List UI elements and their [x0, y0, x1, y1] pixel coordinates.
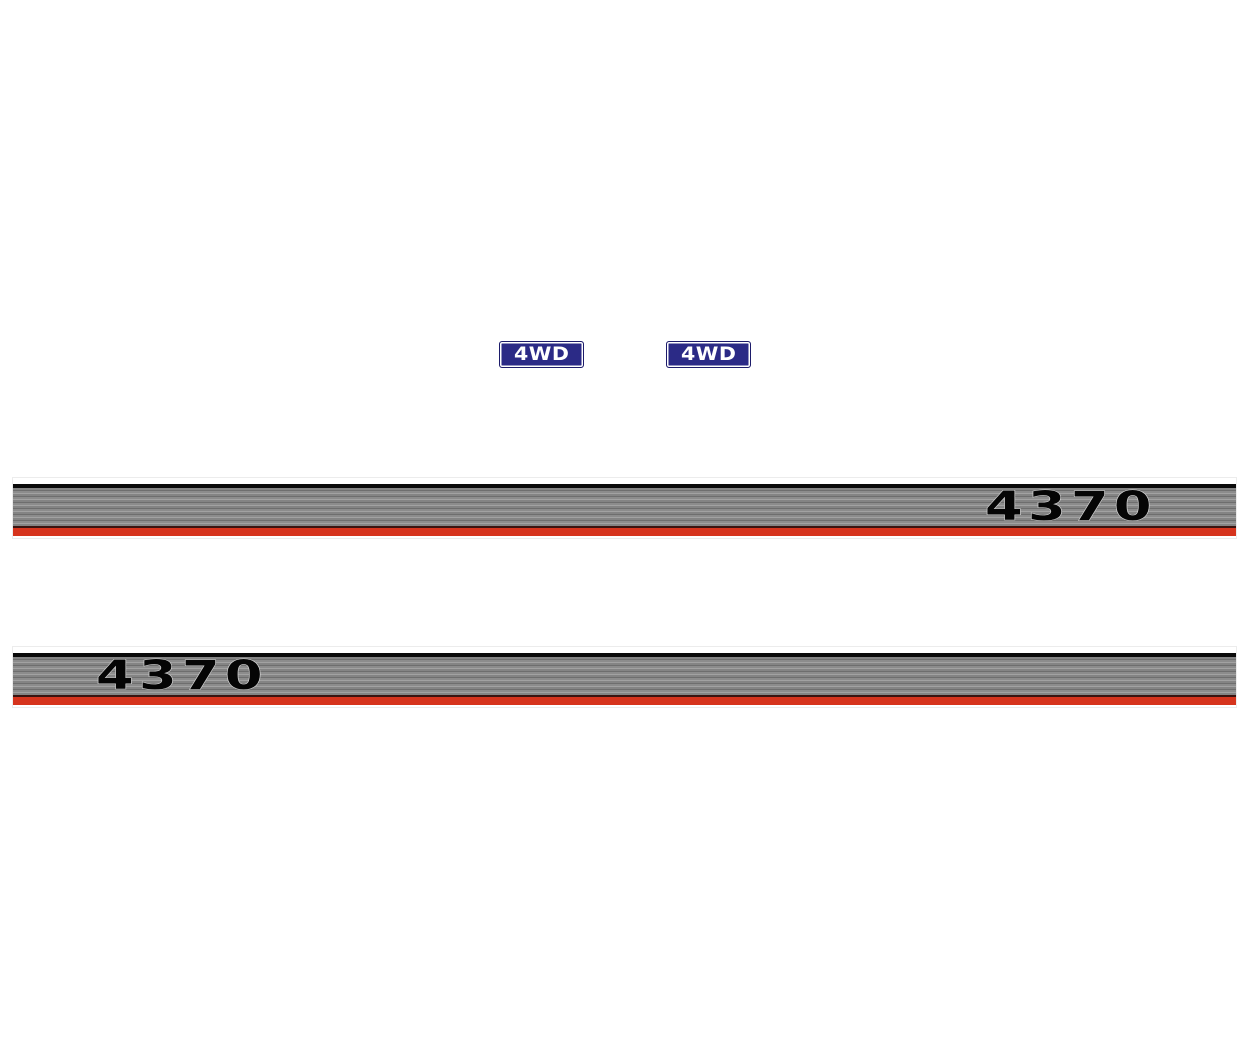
model-number: 4370 — [95, 653, 268, 699]
badge-label: 4WD — [513, 343, 570, 365]
4wd-badge-left: 4WD — [499, 341, 584, 368]
stripe-dark-line — [13, 695, 1236, 697]
badge-label: 4WD — [680, 343, 737, 365]
stripe-black-band — [13, 653, 1236, 657]
stripe-grey-band — [13, 657, 1236, 695]
stripe-red-band — [13, 528, 1236, 536]
side-stripe-left-model: 4370 — [12, 646, 1237, 708]
side-stripe-right-model: 4370 — [12, 477, 1237, 539]
stripe-black-band — [13, 484, 1236, 488]
model-number: 4370 — [984, 484, 1157, 530]
stripe-grey-band — [13, 488, 1236, 526]
4wd-badge-right: 4WD — [666, 341, 751, 368]
stripe-red-band — [13, 697, 1236, 705]
stripe-dark-line — [13, 526, 1236, 528]
